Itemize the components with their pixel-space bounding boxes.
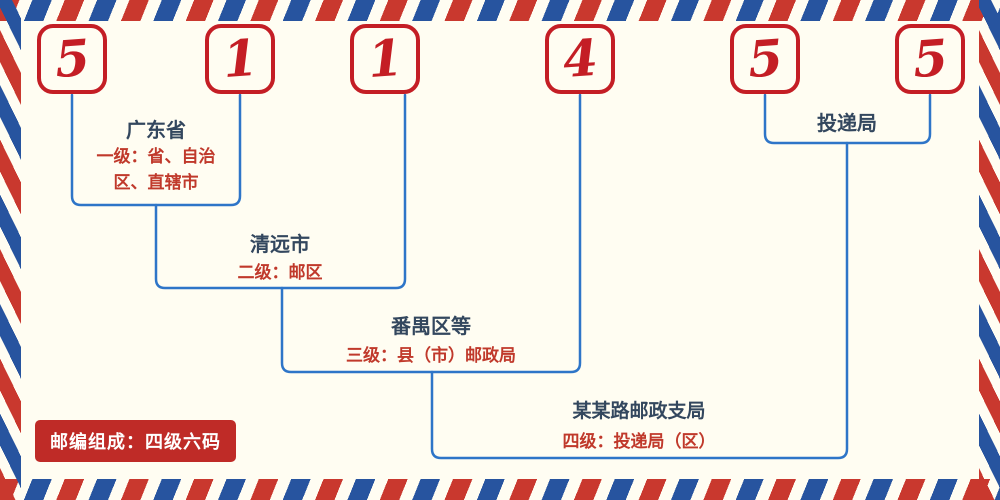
- delivery-office-label: 投递局: [817, 111, 877, 135]
- footer-badge: 邮编组成：四级六码: [35, 420, 236, 462]
- airmail-border-bottom: [0, 479, 1000, 500]
- postal-digit-5: 5: [745, 27, 785, 90]
- level4-branch-name: 某某路邮政支局: [572, 400, 706, 422]
- postal-digit-box-3: 1: [350, 24, 420, 94]
- level2-description: 二级：邮区: [237, 263, 323, 283]
- level1-region-name: 广东省: [126, 118, 186, 142]
- postal-digit-box-4: 4: [545, 24, 615, 94]
- airmail-border-top: [0, 0, 1000, 21]
- postal-digit-1: 5: [52, 27, 92, 90]
- level4-description: 四级：投递局（区）: [562, 432, 716, 452]
- postal-digit-4: 4: [560, 27, 600, 90]
- connector-level4: [430, 141, 849, 460]
- level1-description: 一级：省、自治区、直辖市: [96, 147, 216, 194]
- postal-digit-box-2: 1: [205, 24, 275, 94]
- postal-digit-3: 1: [365, 27, 405, 90]
- connector-level2: [154, 93, 407, 290]
- postal-digit-box-5: 5: [730, 24, 800, 94]
- level2-region-name: 清远市: [250, 232, 310, 256]
- airmail-border-right: [979, 0, 1000, 500]
- airmail-border-left: [0, 0, 21, 500]
- level3-region-name: 番禺区等: [391, 314, 471, 338]
- level3-description: 三级：县（市）邮政局: [346, 346, 516, 366]
- postal-digit-2: 1: [220, 27, 260, 90]
- postal-digit-6: 5: [910, 27, 950, 90]
- postal-digit-box-6: 5: [895, 24, 965, 94]
- postal-digit-box-1: 5: [37, 24, 107, 94]
